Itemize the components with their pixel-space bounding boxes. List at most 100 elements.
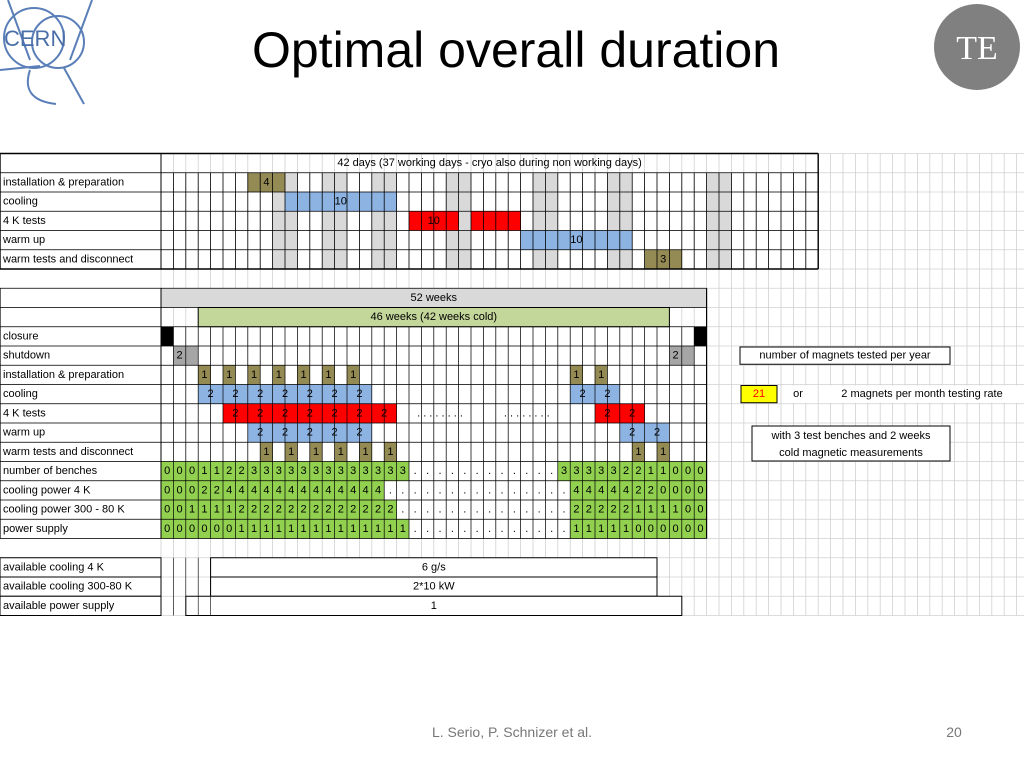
benches-cell <box>185 461 199 481</box>
power-value: 0 <box>214 523 220 535</box>
table2-row-label: installation & preparation <box>3 369 124 381</box>
benches-dot: . <box>525 465 528 477</box>
slide-title: Optimal overall duration <box>251 22 781 78</box>
cp4k-value: 4 <box>586 484 592 496</box>
power-cell <box>161 519 174 539</box>
installation-value: 1 <box>276 369 282 381</box>
weekend-cell <box>446 230 459 250</box>
cp4k-dot: . <box>513 484 516 496</box>
cp300-value: 0 <box>177 504 183 516</box>
warmtests-value: 1 <box>660 446 666 458</box>
cp300-value: 2 <box>350 504 356 516</box>
power-value: 1 <box>288 523 294 535</box>
cp300-cell <box>359 500 372 520</box>
power-cell <box>607 519 620 539</box>
power-value: 1 <box>400 523 406 535</box>
warmtests-cell <box>359 442 372 462</box>
table1-bar <box>520 230 633 250</box>
benches-dot: . <box>451 465 454 477</box>
benches-dot: . <box>476 465 479 477</box>
benches-cell <box>595 461 608 481</box>
rate-box <box>825 385 1020 403</box>
power-value: 1 <box>598 523 604 535</box>
installation-value: 1 <box>350 369 356 381</box>
weekend-cell <box>458 230 471 250</box>
benches-value: 3 <box>263 465 269 477</box>
weekend-cell <box>619 249 633 269</box>
weekend-cell <box>607 192 620 212</box>
weekend-cell <box>384 211 397 231</box>
cp4k-cell <box>694 480 707 500</box>
power-value: 0 <box>660 523 666 535</box>
cp4k-cell <box>297 480 310 500</box>
benches-cell <box>173 461 186 481</box>
benches-cell <box>322 461 335 481</box>
table2-subheader-bg <box>198 307 670 327</box>
weekend-cell <box>533 249 546 269</box>
cp300-dot: . <box>451 504 454 516</box>
benches-cell <box>657 461 670 481</box>
cp300-cell <box>161 500 174 520</box>
cp300-cell <box>223 500 236 520</box>
cp4k-cell <box>322 480 335 500</box>
cp300-value: 2 <box>239 504 245 516</box>
cp4k-cell <box>371 480 385 500</box>
weekend-cell <box>322 211 335 231</box>
warmtests-cell <box>285 442 298 462</box>
weekend-cell <box>458 172 471 192</box>
power-cell <box>619 519 633 539</box>
cp4k-dot: . <box>438 484 441 496</box>
benches-value: 3 <box>288 465 294 477</box>
power-cell <box>235 519 248 539</box>
power-dot: . <box>525 523 528 535</box>
cp300-value: 2 <box>288 504 294 516</box>
installation-cell <box>223 365 236 385</box>
power-value: 1 <box>338 523 344 535</box>
benches-value: 1 <box>660 465 666 477</box>
benches-cell <box>557 461 571 481</box>
benches-value: 3 <box>400 465 406 477</box>
benches-value: 0 <box>177 465 183 477</box>
cp4k-value: 4 <box>598 484 604 496</box>
cp300-dot: . <box>525 504 528 516</box>
weekend-cell <box>371 172 385 192</box>
cp4k-value: 4 <box>325 484 331 496</box>
cp4k-value: 4 <box>350 484 356 496</box>
warmtests-cell <box>309 442 323 462</box>
power-value: 1 <box>573 523 579 535</box>
table1-row-label: 4 K tests <box>3 215 46 227</box>
benches-cell <box>632 461 645 481</box>
benches-cell <box>681 461 695 481</box>
power-dot: . <box>513 523 516 535</box>
benches-value: 0 <box>673 465 679 477</box>
power-cell <box>322 519 335 539</box>
installation-cell <box>322 365 335 385</box>
cp300-dot: . <box>438 504 441 516</box>
weekend-cell <box>619 211 633 231</box>
power-cell <box>582 519 595 539</box>
rate-text: 2 magnets per month testing rate <box>841 388 1002 400</box>
power-value: 0 <box>226 523 232 535</box>
cp4k-cell <box>669 480 682 500</box>
table3-value: 2*10 kW <box>413 581 455 593</box>
weekend-cell <box>446 249 459 269</box>
weekend-cell <box>533 172 546 192</box>
tests4k-gap-dots: . . . . . . . . <box>417 407 463 419</box>
power-dot: . <box>426 523 429 535</box>
table1-row-label: warm tests and disconnect <box>2 253 133 265</box>
cp4k-value: 0 <box>685 484 691 496</box>
closure-mark <box>161 326 174 346</box>
power-value: 0 <box>189 523 195 535</box>
cp300-value: 2 <box>363 504 369 516</box>
power-cell <box>173 519 186 539</box>
benches-cell <box>285 461 298 481</box>
cp4k-cell <box>681 480 695 500</box>
table3-row-label: available cooling 4 K <box>3 561 105 573</box>
cp300-cell <box>384 500 397 520</box>
benches-value: 1 <box>648 465 654 477</box>
cp300-dot: . <box>426 504 429 516</box>
benches-note-line1: with 3 test benches and 2 weeks <box>771 430 931 442</box>
benches-value: 2 <box>239 465 245 477</box>
power-dot: . <box>476 523 479 535</box>
cp300-value: 2 <box>301 504 307 516</box>
